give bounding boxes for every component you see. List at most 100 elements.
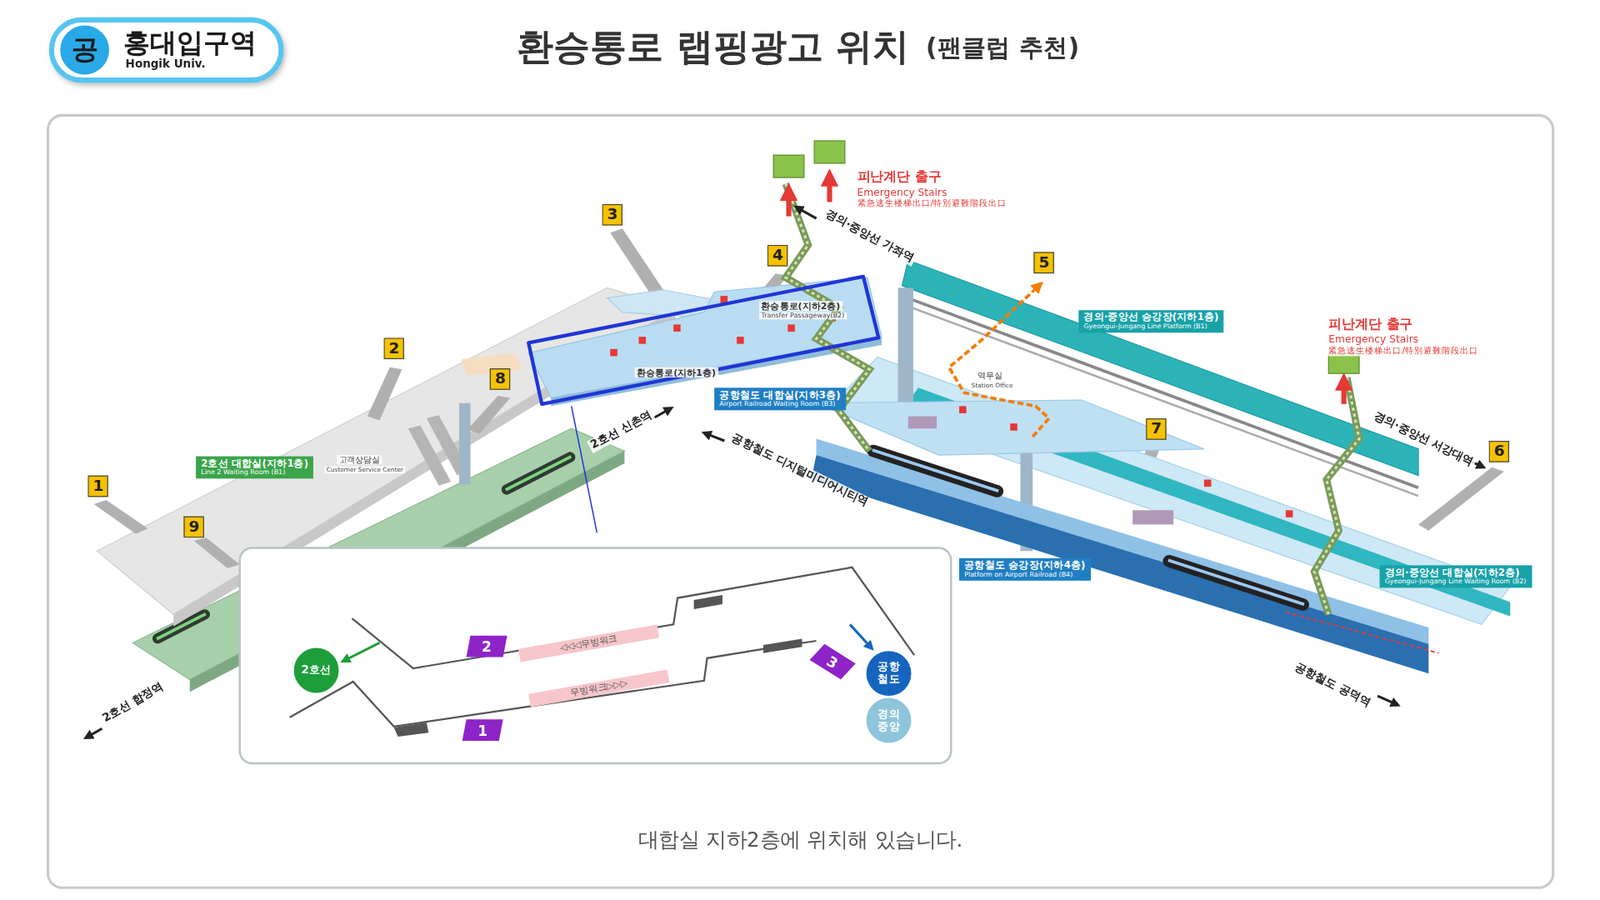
- emergency-stairs: [773, 155, 805, 178]
- inset-panel: [694, 595, 723, 610]
- highlight-frame: [528, 276, 879, 533]
- line2-platform: [500, 450, 578, 496]
- node-text: 7: [1150, 419, 1162, 439]
- node-subtext: Airport Railroad Waiting Room (B3): [719, 400, 840, 409]
- node-text: 공항철도 승강장(지하4층): [964, 560, 1085, 571]
- map-label: 환승통로(지하2층): [759, 300, 843, 312]
- exit-stairs: [467, 395, 510, 434]
- transfer-passage: [639, 336, 647, 345]
- line2-concourse: [459, 403, 470, 485]
- airport-platform: [1161, 553, 1311, 613]
- node-text: 홍대입구역: [123, 30, 256, 58]
- gyeongui-waiting-room: [1285, 510, 1294, 518]
- area-tag: 2호선 대합실(지하1층)Line 2 Waiting Room (B1): [195, 455, 314, 479]
- airport-waiting-room: [908, 416, 937, 430]
- airport-platform: [865, 443, 1006, 500]
- map-label: 紧急逃生楼梯出口/特別避難階段出口: [1326, 345, 1481, 356]
- gyeongui-platform: [898, 287, 914, 420]
- logo-badge: 공: [60, 25, 110, 75]
- node-outline: [866, 698, 912, 744]
- node-text: 2호선: [300, 664, 331, 677]
- page-title: 환승통로 랩핑광고 위치: [516, 22, 910, 73]
- node-text: 1: [92, 476, 104, 496]
- node-text: 8: [495, 369, 506, 389]
- direction-arrows: [1377, 695, 1396, 705]
- exit-stairs: [1418, 467, 1505, 531]
- airport-platform: [1167, 559, 1305, 606]
- page-frame: [48, 115, 1554, 888]
- exit-stairs: [367, 367, 403, 421]
- node-text: 9: [189, 517, 200, 537]
- node-subtext: Hongik Univ.: [123, 57, 256, 71]
- map-label: Transfer Passageway(B2): [759, 312, 847, 320]
- node-text: 공: [71, 35, 99, 64]
- exit-number: 4: [767, 245, 789, 267]
- line-circle: 2호선: [294, 648, 340, 694]
- highlight-frame: [528, 276, 879, 405]
- emergency-stairs: [826, 177, 832, 202]
- map-label: Emergency Stairs: [1326, 333, 1421, 345]
- emergency-stairs: [814, 140, 845, 164]
- area-tag: 경의·중앙선 대합실(지하2층)Gyeongui-Jungang Line Wa…: [1380, 565, 1532, 588]
- node-text: 2: [389, 339, 400, 359]
- exit-number: 9: [183, 516, 205, 539]
- page-frame: [48, 115, 1554, 888]
- subtitle: (팬클럽 추천): [924, 35, 1082, 64]
- direction-arrows: [798, 208, 817, 219]
- exit-number: 8: [490, 368, 511, 390]
- node-text: 4: [772, 245, 784, 265]
- node-text: 2: [481, 638, 492, 655]
- exit-number: 3: [601, 204, 623, 226]
- exit-number: 1: [87, 475, 109, 498]
- gyeongui-waiting-room: [1204, 480, 1212, 488]
- airport-waiting-room: [959, 405, 967, 414]
- exit-number: 5: [1033, 251, 1055, 274]
- node-text: 공항철도 대합실(지하3층): [719, 390, 840, 401]
- emergency-stairs: [1341, 381, 1347, 405]
- station-logo: 홍대입구역Hongik Univ. 공: [49, 17, 285, 84]
- area-tag: 공항철도 승강장(지하4층)Platform on Airport Railro…: [959, 558, 1090, 581]
- exit-stairs: [94, 500, 149, 534]
- exit-stairs: [194, 537, 240, 569]
- inset-panel: [240, 548, 951, 764]
- direction-arrows: [87, 728, 102, 737]
- exit5-route: [949, 285, 1050, 437]
- node-text: 5: [1039, 253, 1050, 273]
- node-outline: [866, 650, 912, 696]
- ad-spot-marker: 1: [462, 719, 504, 741]
- node-text: 1: [477, 721, 488, 739]
- transfer-passage: [528, 277, 882, 398]
- node-subtext: Platform on Airport Railroad (B4): [964, 571, 1085, 580]
- emergency-stairs: [1314, 377, 1360, 615]
- map-label: 환승통로(지하1층): [635, 367, 719, 379]
- exit-number: 2: [383, 337, 405, 360]
- node-outline: [466, 635, 508, 658]
- area-tag: 경의·중앙선 승강장(지하1층)Gyeongui-Jungang Line Pl…: [1078, 310, 1224, 333]
- ad-spot-marker: 2: [466, 635, 508, 658]
- inset-panel: [345, 642, 380, 660]
- node-subtext: Gyeongui-Jungang Line Platform (B1): [1083, 323, 1219, 331]
- exit-stairs: [610, 228, 664, 295]
- map-label: 피난계단 출구: [1326, 317, 1415, 333]
- airport-platform: [1161, 553, 1311, 613]
- emergency-stairs: [773, 140, 1360, 615]
- transfer-passage: [787, 324, 795, 332]
- airport-waiting-room: [1010, 423, 1018, 431]
- exit-number: 6: [1489, 440, 1510, 463]
- node-text: 공항 철도: [873, 660, 905, 686]
- area-tag: 공항철도 대합실(지하3층)Airport Railroad Waiting R…: [714, 387, 845, 410]
- emergency-stairs: [1328, 353, 1360, 374]
- map-label: Emergency Stairs: [855, 186, 950, 199]
- node-text: 경의 중앙: [873, 708, 905, 734]
- node-outline: [462, 719, 504, 741]
- airport-platform: [865, 443, 1006, 500]
- line2-platform: [500, 450, 578, 496]
- node-subtext: Gyeongui-Jungang Line Waiting Room (B2): [1385, 578, 1527, 586]
- node-outline: [810, 641, 856, 682]
- highlight-frame: [571, 405, 598, 533]
- node-outline: [294, 648, 340, 694]
- exit5-route: [949, 285, 1050, 437]
- inset-panel: [850, 624, 870, 647]
- direction-arrows: [705, 433, 725, 441]
